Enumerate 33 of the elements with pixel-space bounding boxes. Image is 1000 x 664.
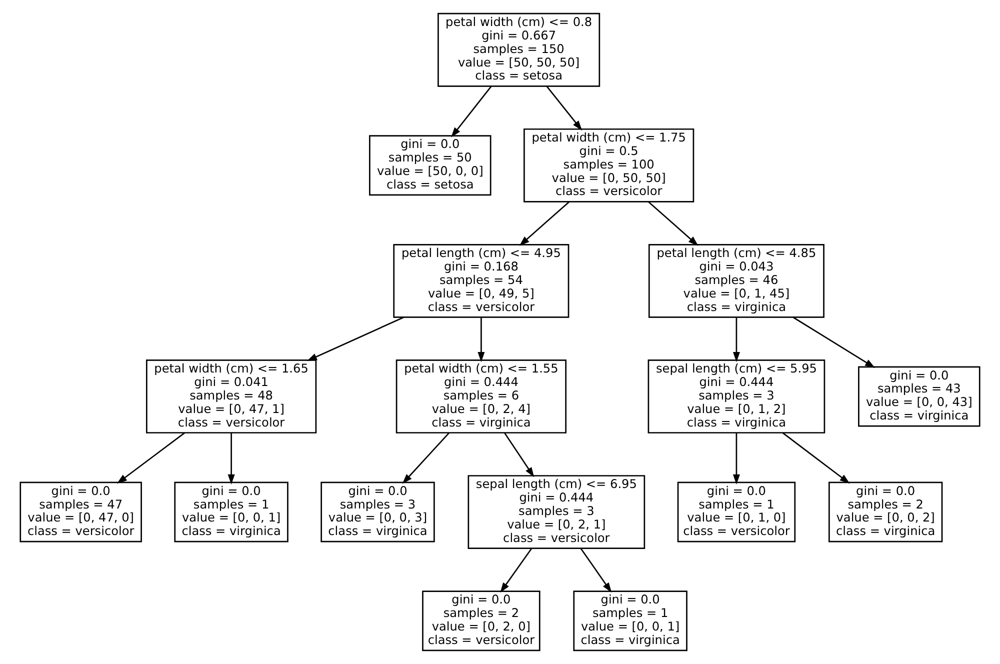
arrow <box>648 201 698 246</box>
node-box: petal length (cm) <= 4.95 gini = 0.168 samples = 54 value = [0, 49, 5] class = versicolor <box>393 244 570 318</box>
node-box: petal width (cm) <= 0.8 gini = 0.667 samples = 150 value = [50, 50, 50] class = setosa <box>438 12 600 87</box>
arrow <box>546 86 582 131</box>
arrow <box>228 432 235 484</box>
arrow <box>116 432 185 484</box>
node-box: gini = 0.0 samples = 43 value = [0, 0, 43] class = virginica <box>858 366 980 427</box>
node-box: gini = 0.0 samples = 50 value = [50, 0, 0] class = setosa <box>369 135 492 196</box>
arrow <box>402 432 450 484</box>
node-box: gini = 0.0 samples = 1 value = [0, 0, 1] class = virginica <box>573 590 688 652</box>
arrow <box>306 316 404 362</box>
arrow <box>519 201 570 246</box>
arrow <box>732 317 740 362</box>
arrow <box>478 317 485 362</box>
node-box: gini = 0.0 samples = 47 value = [0, 47, 0] class = versicolor <box>20 482 142 542</box>
arrow <box>792 316 876 368</box>
node-box: gini = 0.0 samples = 2 value = [0, 2, 0] class = versicolor <box>422 590 540 652</box>
arrow <box>580 548 612 593</box>
arrow <box>451 86 492 138</box>
node-box: petal width (cm) <= 1.75 gini = 0.5 samples = 100 value = [0, 50, 50] class = versicolor <box>524 128 694 202</box>
node-box: sepal length (cm) <= 6.95 gini = 0.444 samples = 3 value = [0, 2, 1] class = versicolor <box>468 475 646 549</box>
node-box: sepal length (cm) <= 5.95 gini = 0.444 samples = 3 value = [0, 1, 2] class = virginica <box>648 360 826 434</box>
arrow <box>500 548 532 593</box>
node-box: petal width (cm) <= 1.55 gini = 0.444 samples = 6 value = [0, 2, 4] class = virginica <box>396 360 566 434</box>
arrow <box>504 432 534 478</box>
node-box: petal width (cm) <= 1.65 gini = 0.041 samples = 48 value = [0, 47, 1] class = versicolor <box>146 360 317 434</box>
node-box: gini = 0.0 samples = 2 value = [0, 0, 2] class = virginica <box>828 482 943 542</box>
arrow <box>782 432 850 484</box>
node-box: gini = 0.0 samples = 1 value = [0, 0, 1] class = virginica <box>174 482 288 542</box>
node-box: petal length (cm) <= 4.85 gini = 0.043 samples = 46 value = [0, 1, 45] class = virginica <box>648 244 824 318</box>
node-box: gini = 0.0 samples = 3 value = [0, 0, 3] class = virginica <box>320 482 435 542</box>
arrow <box>732 432 740 484</box>
node-box: gini = 0.0 samples = 1 value = [0, 1, 0] class = versicolor <box>677 482 796 542</box>
